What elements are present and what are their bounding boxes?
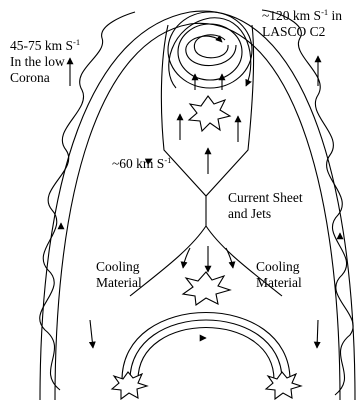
arrow-down-cusp-right <box>225 247 236 269</box>
label-low-corona-speed: 45-75 km S-1 In the low Corona <box>10 38 80 86</box>
post-flare-loop-1 <box>121 312 291 381</box>
label-current-sheet: Current Sheet and Jets <box>228 190 303 222</box>
label-lasco-speed: ~120 km S-1 in LASCO C2 <box>262 8 342 40</box>
lasco-speed-line1: ~120 km S-1 in <box>262 7 343 23</box>
low-corona-speed-line1: 45-75 km S-1 <box>10 37 81 53</box>
low-corona-speed-line3: Corona <box>10 70 50 85</box>
post-flare-loop-2 <box>129 319 283 381</box>
inner-spiral-arrowed <box>185 35 237 66</box>
inner-speed-line1: ~60 km S-1 <box>112 155 172 171</box>
reconnection-burst-lower <box>181 271 232 306</box>
flux-rope-coil-2 <box>177 23 243 81</box>
label-inner-speed: ~60 km S-1 <box>112 156 171 172</box>
label-cooling-left: Cooling Material <box>96 259 142 291</box>
right-wavy-fieldline <box>261 9 354 396</box>
arrow-down-cooling-left <box>88 319 96 349</box>
left-wavy-fieldline <box>39 11 136 391</box>
current-sheet-line2: and Jets <box>228 206 272 221</box>
lasco-speed-line2: LASCO C2 <box>262 24 326 39</box>
rope-loop-arrowed <box>168 17 252 89</box>
flux-rope-spiral <box>193 34 229 59</box>
cooling-right-line2: Material <box>256 275 302 290</box>
low-corona-speed-line2: In the low <box>10 54 65 69</box>
flux-rope-coil-1 <box>167 11 253 89</box>
label-cooling-right: Cooling Material <box>256 259 302 291</box>
current-sheet-line1: Current Sheet <box>228 190 303 205</box>
post-flare-loop-3 <box>137 327 275 381</box>
footpoint-burst-left <box>110 371 149 401</box>
cooling-right-line1: Cooling <box>256 259 300 274</box>
footpoint-burst-right <box>264 371 303 401</box>
arrow-down-cooling-right <box>313 319 321 349</box>
cooling-left-line2: Material <box>96 275 142 290</box>
outer-loop-inner <box>54 22 341 401</box>
cooling-left-line1: Cooling <box>96 259 140 274</box>
reconnection-burst-upper <box>187 95 232 133</box>
arrow-down-cusp-left <box>180 247 191 269</box>
arrow-loop-left <box>144 158 153 165</box>
cusp-right <box>205 225 283 297</box>
outer-loop-outer <box>39 10 356 401</box>
cusp-left <box>129 225 207 297</box>
